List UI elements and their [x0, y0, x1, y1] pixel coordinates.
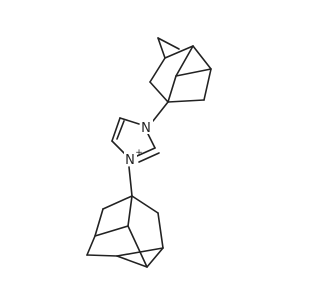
bond: [116, 120, 125, 140]
bond: [164, 45, 194, 59]
bond: [167, 99, 205, 103]
bond: [111, 117, 121, 142]
bond: [111, 140, 126, 155]
bond: [149, 57, 166, 83]
lower-adamantyl-group: [86, 195, 164, 268]
bond: [94, 208, 104, 237]
bond: [157, 37, 166, 59]
bond: [86, 254, 118, 257]
bond: [192, 45, 212, 70]
atom-label-n1-group: N: [140, 119, 153, 136]
bond: [157, 212, 164, 249]
atom-label-n1: N: [141, 121, 151, 136]
bond: [175, 68, 212, 77]
bond: [131, 195, 159, 214]
bond: [116, 255, 148, 268]
bond: [175, 45, 194, 77]
atom-charge-n3: +: [135, 148, 143, 158]
imidazolium-ring: [111, 101, 169, 197]
bond: [127, 225, 148, 268]
bond: [147, 133, 156, 149]
bond: [157, 37, 180, 50]
bond: [119, 117, 140, 125]
bond: [128, 166, 133, 197]
bond: [146, 247, 164, 268]
bond: [138, 152, 160, 163]
bond: [203, 68, 212, 101]
atom-label-n3: N: [125, 153, 135, 168]
bond: [136, 147, 156, 157]
bond: [116, 247, 164, 257]
molecule-structure: N N +: [86, 37, 212, 268]
bond: [102, 195, 133, 210]
bond: [152, 101, 169, 122]
bond: [94, 225, 129, 237]
atom-label-n3-group: N +: [124, 148, 143, 168]
bond: [86, 235, 96, 256]
bond: [149, 81, 169, 103]
bond: [127, 195, 133, 227]
bond: [167, 75, 177, 103]
upper-adamantyl-group: [149, 37, 212, 103]
